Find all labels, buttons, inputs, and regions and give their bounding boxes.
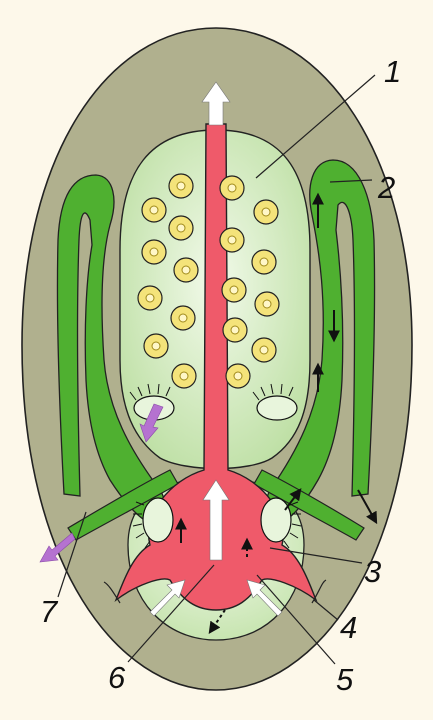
label-7: 7 (40, 594, 59, 629)
egg-cell-nucleus (150, 206, 158, 214)
egg-cell-nucleus (234, 372, 242, 380)
egg-cell-nucleus (260, 346, 268, 354)
label-3: 3 (364, 554, 381, 589)
egg-cell-nucleus (231, 326, 239, 334)
egg-cell-nucleus (146, 294, 154, 302)
label-1: 1 (384, 54, 401, 89)
egg-cell-nucleus (260, 258, 268, 266)
egg-cell-nucleus (228, 184, 236, 192)
egg-cell-nucleus (150, 248, 158, 256)
egg-cell-nucleus (182, 266, 190, 274)
egg-cell-nucleus (262, 208, 270, 216)
label-2: 2 (377, 170, 395, 205)
egg-cell-nucleus (180, 372, 188, 380)
egg-cell-nucleus (228, 236, 236, 244)
egg-cell-nucleus (263, 300, 271, 308)
label-4: 4 (340, 610, 357, 645)
label-5: 5 (336, 662, 354, 697)
label-6: 6 (108, 660, 126, 695)
egg-cell-nucleus (177, 182, 185, 190)
egg-cell-nucleus (152, 342, 160, 350)
egg-cell-nucleus (179, 314, 187, 322)
egg-cell-nucleus (177, 224, 185, 232)
egg-cell-nucleus (230, 286, 238, 294)
